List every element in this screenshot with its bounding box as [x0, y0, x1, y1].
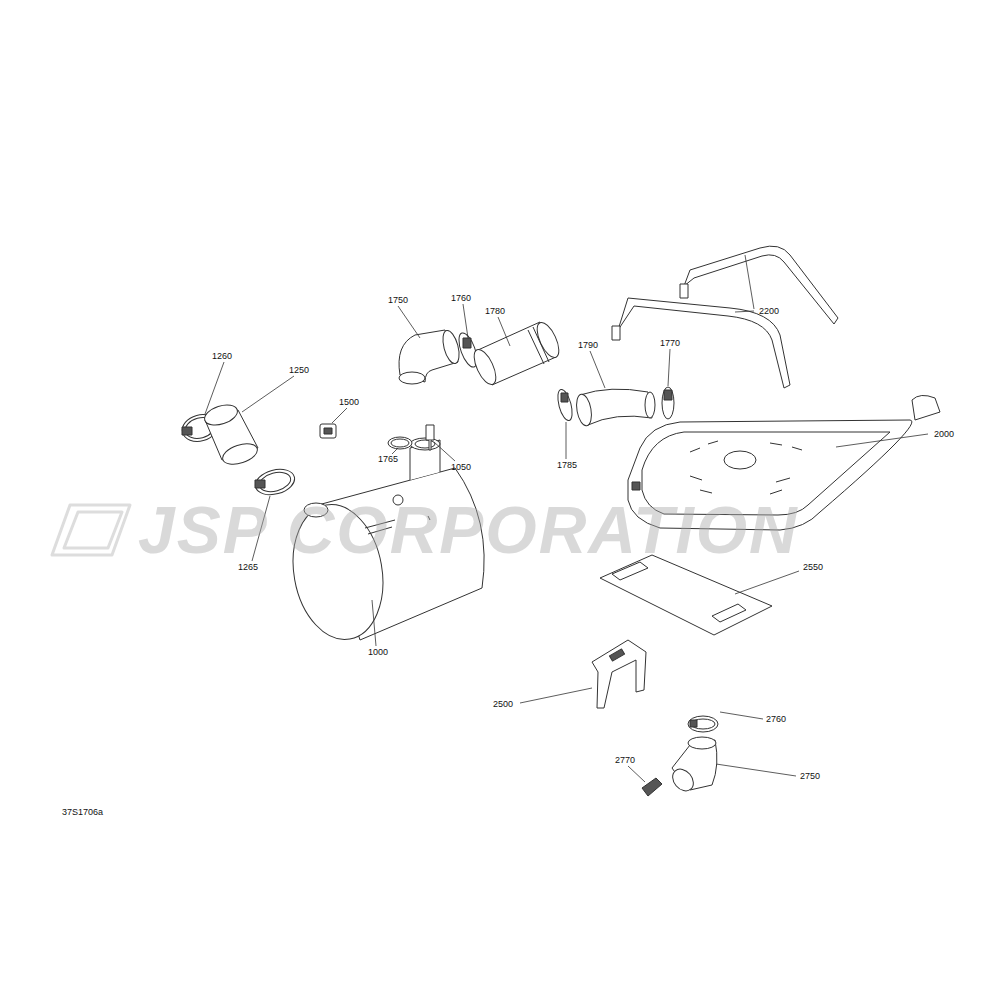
callout-number: 2750 — [800, 772, 820, 781]
callout-number: 1750 — [388, 296, 408, 305]
callout-number: 2200 — [759, 307, 779, 316]
callout-number: 1780 — [485, 307, 505, 316]
callout-number: 2000 — [934, 430, 954, 439]
callout-number: 1260 — [212, 352, 232, 361]
callout-number: 1785 — [557, 461, 577, 470]
callout-number: 2500 — [493, 700, 513, 709]
callout-number: 1000 — [368, 648, 388, 657]
callout-number: 1770 — [660, 339, 680, 348]
callout-number: 2760 — [766, 715, 786, 724]
callout-number: 2550 — [803, 563, 823, 572]
callout-number: 1250 — [289, 366, 309, 375]
callout-number: 1790 — [578, 341, 598, 350]
callout-number: 1760 — [451, 294, 471, 303]
callout-number: 2770 — [615, 756, 635, 765]
watermark: JSP CORPORATION — [138, 497, 799, 563]
callout-number: 1265 — [238, 563, 258, 572]
callout-number: 1765 — [378, 455, 398, 464]
callout-number: 1500 — [339, 398, 359, 407]
callout-number: 1050 — [451, 463, 471, 472]
drawing-code: 37S1706a — [62, 808, 103, 817]
